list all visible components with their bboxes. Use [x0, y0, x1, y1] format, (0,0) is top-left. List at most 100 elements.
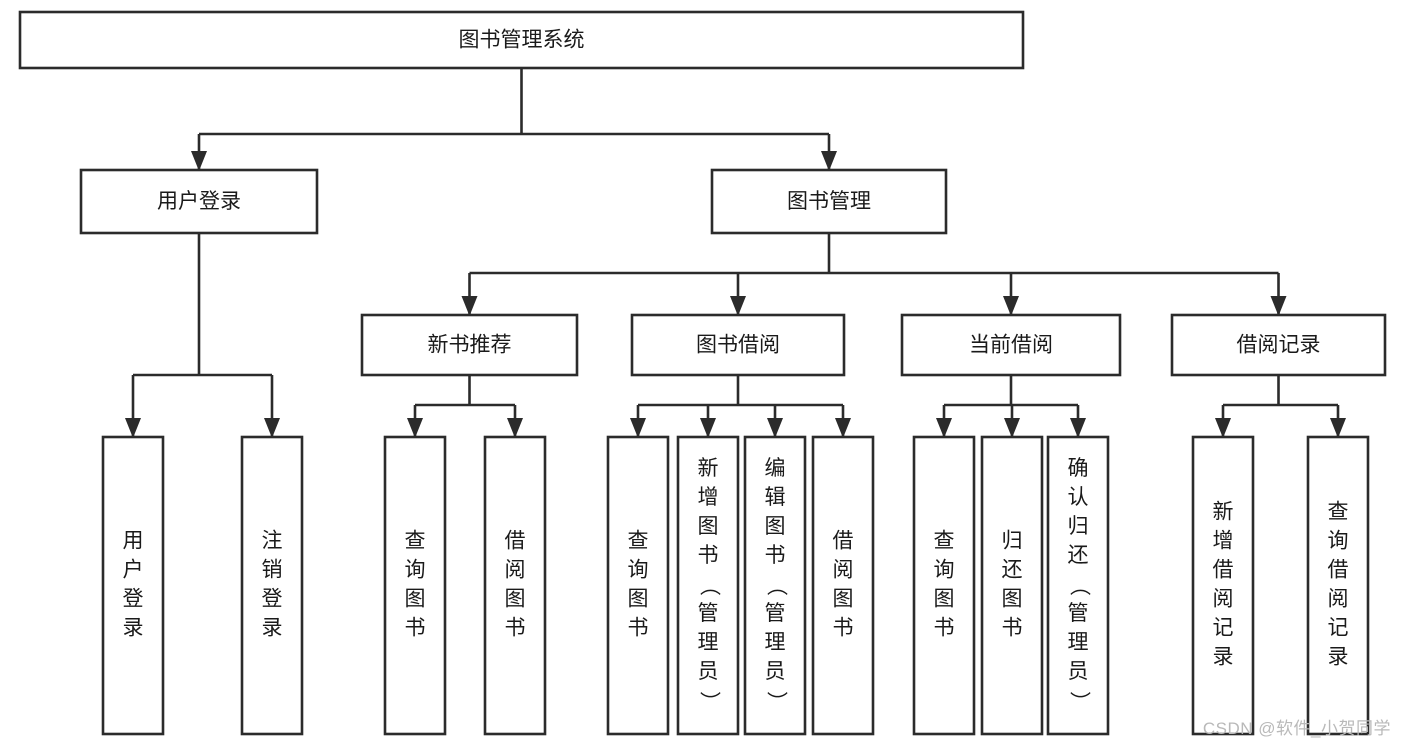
node-box-查询借阅记录[interactable] — [1306, 435, 1370, 736]
arrow-head-icon — [264, 418, 280, 438]
svg-text:新: 新 — [698, 457, 719, 480]
svg-text:询: 询 — [405, 559, 426, 582]
svg-text:书: 书 — [934, 617, 955, 640]
edge-group-from-用户登录 — [125, 233, 280, 438]
edge-group-from-当前借阅 — [936, 375, 1086, 438]
svg-text:书: 书 — [833, 617, 854, 640]
edge-group-from-图书借阅 — [630, 375, 851, 438]
svg-text:辑: 辑 — [765, 486, 786, 509]
svg-text:借: 借 — [1328, 559, 1349, 582]
svg-text:登: 登 — [262, 588, 283, 611]
node-box-新增图书管理员[interactable] — [676, 435, 740, 736]
node-box-借阅记录[interactable] — [1170, 313, 1387, 377]
svg-text:询: 询 — [1328, 530, 1349, 553]
svg-text:）: ） — [1067, 691, 1090, 712]
node-图书借阅[interactable]: 图书借阅 — [630, 313, 846, 377]
svg-text:阅: 阅 — [505, 559, 526, 582]
svg-text:管: 管 — [698, 602, 719, 625]
node-当前借阅[interactable]: 当前借阅 — [900, 313, 1122, 377]
svg-text:书: 书 — [698, 544, 719, 567]
node-box-归还图书[interactable] — [980, 435, 1044, 736]
node-label-用户登录: 用户登录 — [157, 190, 241, 213]
node-box-图书借阅[interactable] — [630, 313, 846, 377]
arrow-head-icon — [461, 296, 478, 316]
node-图书管理系统[interactable]: 图书管理系统 — [18, 10, 1025, 70]
node-label-借阅记录: 借阅记录 — [1237, 334, 1321, 357]
svg-text:员: 员 — [1068, 660, 1089, 683]
node-图书管理[interactable]: 图书管理 — [710, 168, 948, 235]
svg-text:）: ） — [764, 691, 787, 712]
node-box-图书管理[interactable] — [710, 168, 948, 235]
arrow-head-icon — [1330, 418, 1346, 438]
svg-text:借: 借 — [505, 530, 526, 553]
svg-text:）: ） — [697, 691, 720, 712]
svg-text:图: 图 — [628, 588, 649, 611]
node-layer: 图书管理系统用户登录图书管理新书推荐图书借阅当前借阅借阅记录用户登录注销登录查询… — [18, 10, 1387, 736]
arrow-head-icon — [1070, 418, 1086, 438]
edge-group-from-图书管理系统 — [191, 68, 837, 171]
node-box-新增借阅记录[interactable] — [1191, 435, 1255, 736]
node-box-当前借阅[interactable] — [900, 313, 1122, 377]
node-box-编辑图书管理员[interactable] — [743, 435, 807, 736]
svg-text:户: 户 — [123, 559, 144, 582]
node-用户登录[interactable]: 用户登录 — [101, 435, 165, 736]
arrow-head-icon — [821, 151, 837, 171]
node-box-新书推荐[interactable] — [360, 313, 579, 377]
svg-text:阅: 阅 — [1328, 588, 1349, 611]
node-新书推荐[interactable]: 新书推荐 — [360, 313, 579, 377]
node-box-用户登录[interactable] — [101, 435, 165, 736]
svg-text:录: 录 — [1213, 646, 1234, 669]
svg-text:新: 新 — [1213, 501, 1234, 524]
node-box-查询图书[interactable] — [912, 435, 976, 736]
arrow-head-icon — [191, 151, 207, 171]
svg-text:图: 图 — [765, 515, 786, 538]
svg-text:书: 书 — [765, 544, 786, 567]
svg-text:图: 图 — [934, 588, 955, 611]
arrow-head-icon — [835, 418, 851, 438]
svg-text:图: 图 — [505, 588, 526, 611]
node-box-图书管理系统[interactable] — [18, 10, 1025, 70]
svg-text:销: 销 — [262, 559, 283, 582]
arrow-head-icon — [1003, 296, 1019, 316]
edge-group-from-新书推荐 — [407, 375, 523, 438]
node-用户登录[interactable]: 用户登录 — [79, 168, 319, 235]
svg-text:查: 查 — [934, 530, 955, 553]
node-box-查询图书[interactable] — [383, 435, 447, 736]
svg-text:管: 管 — [765, 602, 786, 625]
svg-text:增: 增 — [698, 486, 719, 509]
node-box-用户登录[interactable] — [79, 168, 319, 235]
node-借阅记录[interactable]: 借阅记录 — [1170, 313, 1387, 377]
node-box-确认归还管理员[interactable] — [1046, 435, 1110, 736]
arrow-head-icon — [700, 418, 716, 438]
arrow-head-icon — [507, 418, 523, 438]
svg-text:编: 编 — [765, 457, 786, 480]
node-box-借阅图书[interactable] — [811, 435, 875, 736]
node-box-查询图书[interactable] — [606, 435, 670, 736]
arrow-head-icon — [1215, 418, 1231, 438]
node-box-注销登录[interactable] — [240, 435, 304, 736]
svg-text:书: 书 — [405, 617, 426, 640]
node-box-借阅图书[interactable] — [483, 435, 547, 736]
svg-text:（: （ — [697, 575, 720, 596]
svg-text:记: 记 — [1328, 617, 1349, 640]
svg-text:员: 员 — [698, 660, 719, 683]
